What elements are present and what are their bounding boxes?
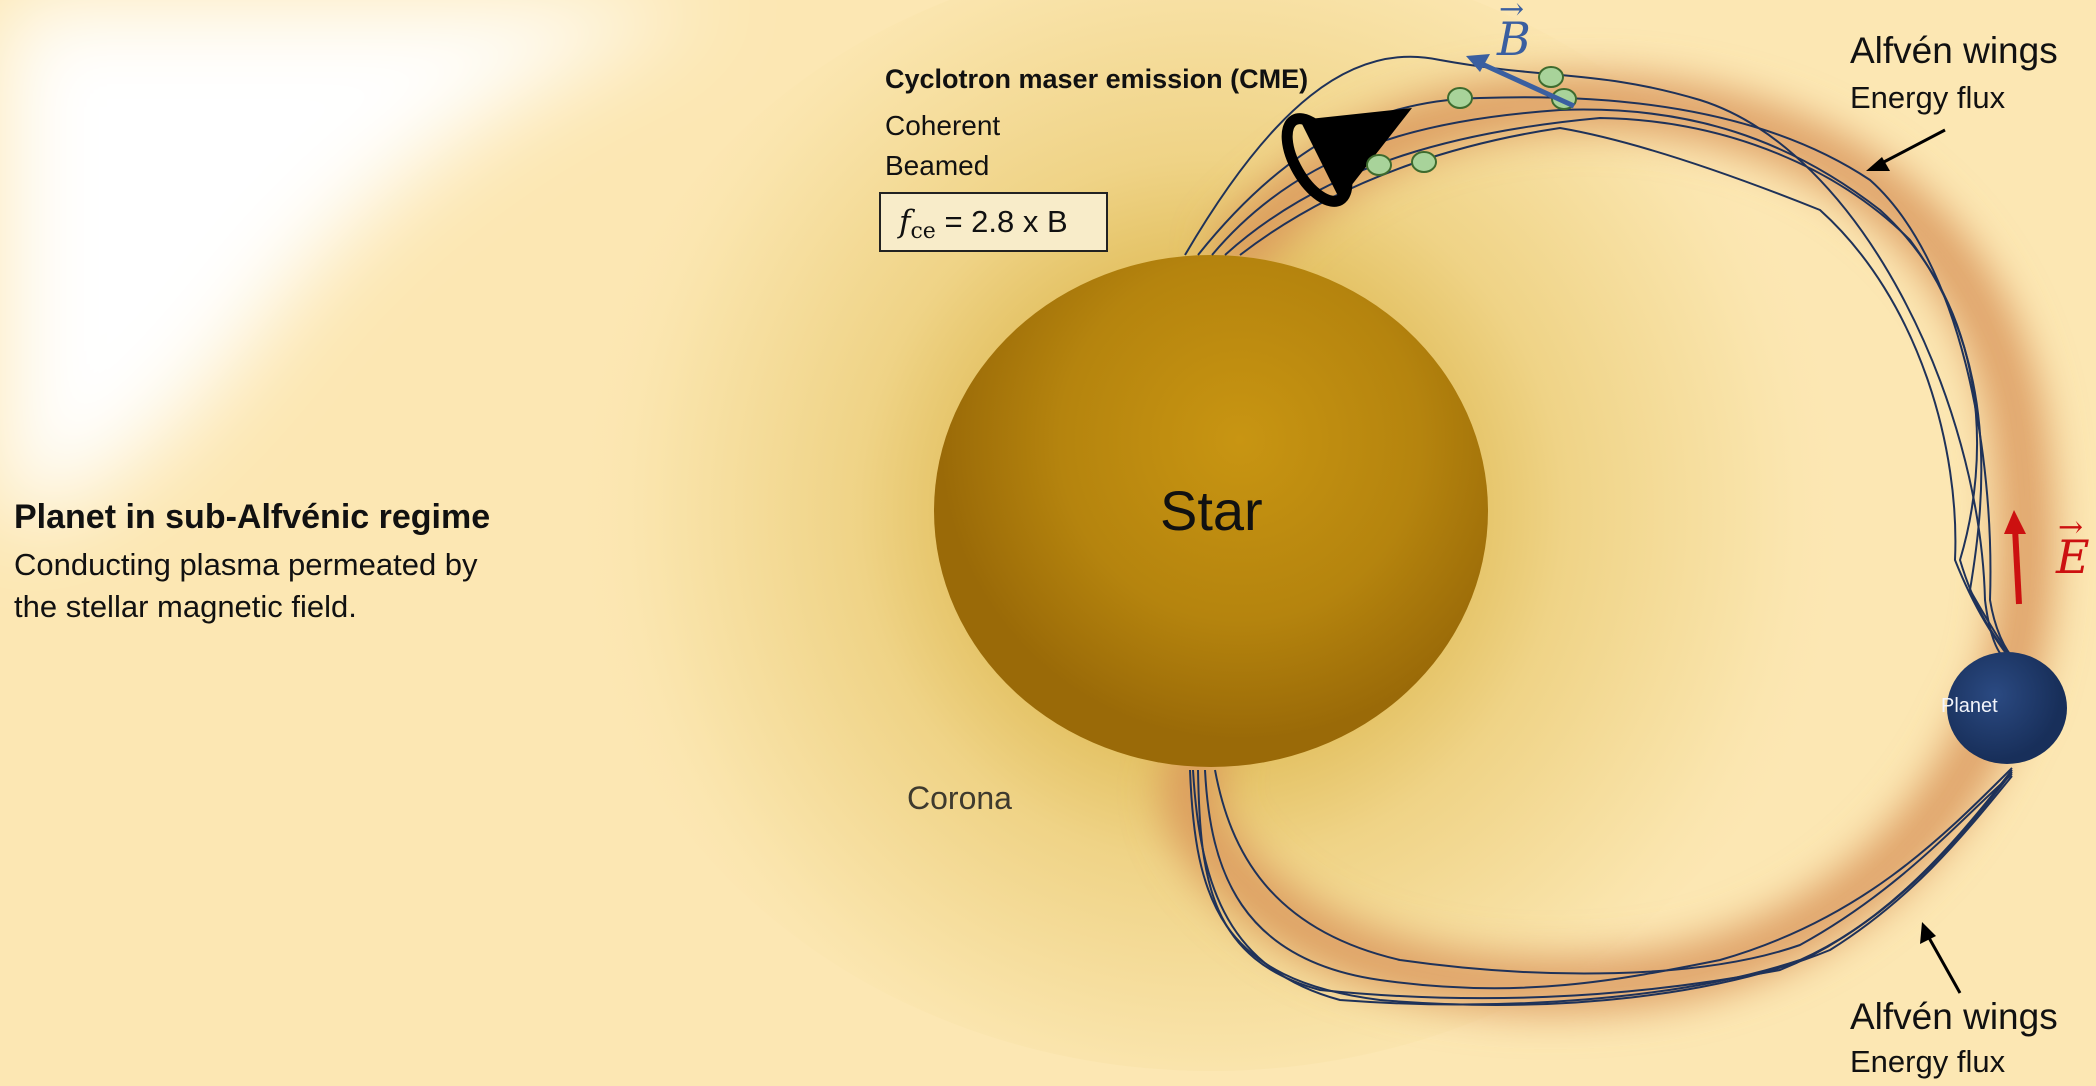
formula-expression: = 2.8 x B — [936, 204, 1068, 239]
alfven-wings-bottom-title: Alfvén wings — [1850, 996, 2058, 1038]
corona-label: Corona — [907, 780, 1012, 817]
regime-title: Planet in sub-Alfvénic regime — [14, 498, 490, 537]
electron — [1539, 67, 1563, 87]
regime-description: Conducting plasma permeated by the stell… — [14, 544, 478, 628]
planet-label: Planet — [1941, 695, 1998, 718]
formula-subscript: ce — [910, 219, 935, 244]
alfven-wings-top-title: Alfvén wings — [1850, 30, 2058, 72]
b-vector-arrow: → — [1499, 0, 1524, 27]
b-vector-label: →B — [1497, 12, 1531, 66]
electron — [1412, 152, 1436, 172]
e-vector-label: →E — [2056, 530, 2090, 584]
cme-property-coherent: Coherent — [885, 110, 1000, 142]
alfven-wings-bottom-subtitle: Energy flux — [1850, 1044, 2005, 1080]
formula-symbol: f — [899, 204, 910, 240]
cme-property-beamed: Beamed — [885, 150, 989, 182]
electron — [1448, 88, 1472, 108]
star-label: Star — [1160, 478, 1263, 543]
electron — [1367, 155, 1391, 175]
cme-title: Cyclotron maser emission (CME) — [885, 64, 1308, 95]
e-vector-arrow: → — [2058, 510, 2083, 545]
alfven-wings-top-subtitle: Energy flux — [1850, 80, 2005, 116]
frequency-formula-box: fce = 2.8 x B — [879, 192, 1108, 252]
